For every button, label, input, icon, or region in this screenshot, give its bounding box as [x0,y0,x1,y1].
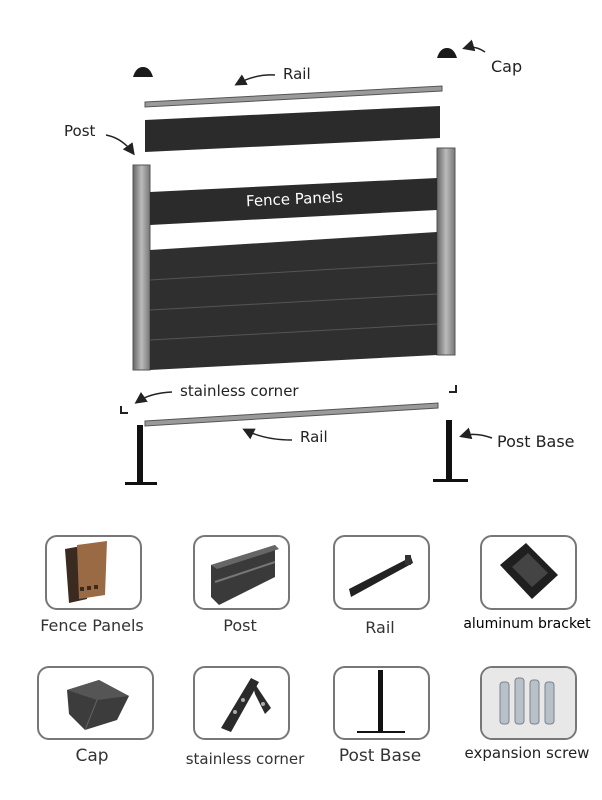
arrow-icon [459,427,493,440]
arrow-icon [134,391,173,404]
top-panel-shape [145,106,440,152]
bottom-rail-shape [144,402,439,427]
lower-panels-shape [150,232,437,370]
part-cap [37,666,154,740]
arrow-icon [105,134,135,156]
fence-panel-icon [65,541,107,603]
part-label: Rail [365,618,395,637]
fence-panel-band-shape [150,178,437,225]
label-post: Post [64,122,96,140]
post-icon [211,545,279,605]
part-label: expansion screw [464,744,590,762]
part-label: aluminum bracket [463,616,591,632]
part-aluminum-bracket [480,535,577,610]
screw-icon [482,668,575,738]
part-label: stainless corner [185,750,305,768]
corner-icon [221,678,271,732]
bracket-icon [500,543,558,599]
part-label: Fence Panels [40,616,144,635]
part-expansion-screw [480,666,577,740]
cap-right-shape [437,48,457,58]
label-rail-top: Rail [283,65,311,83]
part-label: Post [223,616,257,635]
post-base-right-shape [446,420,452,480]
cap-icon [67,680,129,731]
label-rail-bottom: Rail [300,428,328,446]
label-post-base: Post Base [497,432,575,451]
post-left-shape [132,164,151,371]
label-stainless-corner: stainless corner [180,382,299,400]
post-base-icon [357,670,405,733]
label-cap: Cap [491,57,523,76]
part-fence-panels [45,535,142,610]
arrow-icon [234,74,276,86]
corner-left-shape [120,406,128,414]
arrow-icon [242,428,293,441]
arrow-icon [462,39,486,53]
part-post [193,535,290,610]
corner-right-shape [449,385,457,393]
post-base-left-shape [137,425,143,483]
part-post-base [333,666,430,740]
part-stainless-corner [193,666,290,740]
part-rail [333,535,430,610]
part-label: Post Base [338,746,422,766]
part-label: Cap [75,746,109,766]
fence-exploded-diagram [105,39,493,485]
rail-icon [349,555,413,597]
cap-left-shape [133,67,153,77]
post-right-shape [436,147,456,356]
top-rail-shape [144,85,443,108]
